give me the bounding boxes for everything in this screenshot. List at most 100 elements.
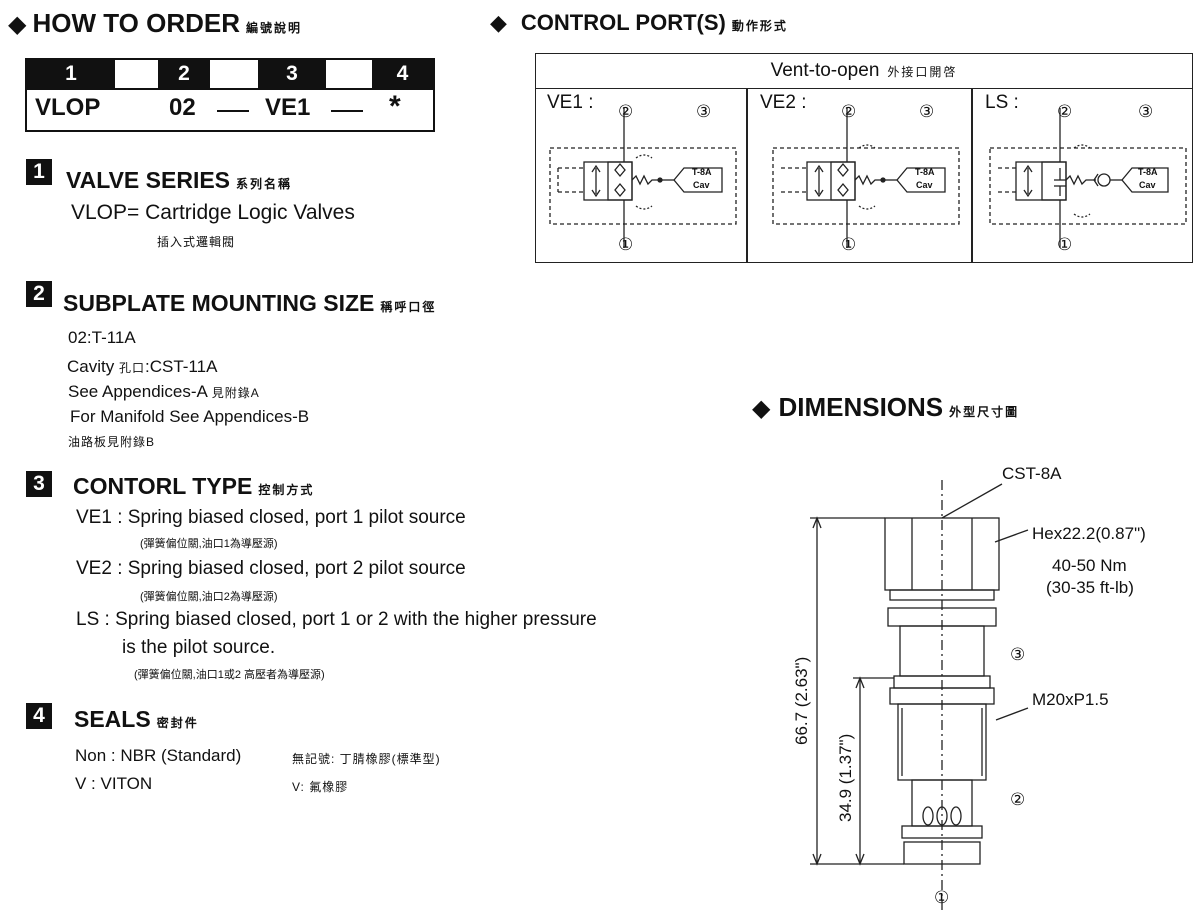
control-type-title-zh: 控制方式 [258, 483, 315, 497]
valve-series-desc-zh: 插入式邏輯閥 [157, 235, 236, 249]
control-type-ve2-zh: (彈簧偏位關,油口2為導壓源) [140, 591, 278, 603]
order-dash [331, 110, 363, 112]
section-2-title: SUBPLATE MOUNTING SIZE 稱呼口徑 [63, 290, 436, 317]
panel-ve2-pilot-bottom: Cav [916, 180, 933, 190]
subplate-size-title-zh: 稱呼口徑 [380, 300, 437, 314]
how-to-order-heading: ◆HOW TO ORDER 編號說明 [8, 8, 302, 39]
seals-title: SEALS [74, 706, 151, 732]
dimensions-heading: ◆ DIMENSIONS 外型尺寸圖 [752, 392, 1019, 423]
section-1-title: VALVE SERIES 系列名稱 [66, 167, 292, 194]
control-ports-heading: ◆ CONTROL PORT(S) 動作形式 [490, 10, 788, 36]
panel-ls-port-2: ② [1057, 102, 1073, 121]
torque-ftlb-label: (30-35 ft-lb) [1046, 578, 1134, 597]
partial-length-label: 34.9 (1.37") [836, 733, 855, 822]
panel-ve1-port-1: ① [618, 235, 634, 254]
valve-series-desc: VLOP= Cartridge Logic Valves [71, 201, 355, 224]
panel-ve2-port-3: ③ [919, 102, 935, 121]
seals-title-zh: 密封件 [156, 716, 199, 730]
panel-ve2-label: VE2 : [760, 92, 807, 113]
dim-port-2: ② [1010, 790, 1026, 809]
diamond-bullet-icon: ◆ [490, 10, 507, 35]
appendix-b-zh: 油路板見附錄B [68, 435, 156, 449]
panel-ve2-port-2: ② [841, 102, 857, 121]
order-position-2: 2 [158, 60, 210, 88]
control-type-ve1: VE1 : Spring biased closed, port 1 pilot… [76, 507, 466, 528]
panel-divider [971, 88, 973, 262]
dim-port-3: ③ [1010, 645, 1026, 664]
order-code-size: 02 [169, 94, 196, 121]
order-code-control: VE1 [265, 94, 311, 121]
control-type-ve1-zh: (彈簧偏位關,油口1為導壓源) [140, 538, 278, 550]
cavity-line: Cavity 孔口:CST-11A [67, 357, 217, 377]
order-position-3: 3 [258, 60, 326, 88]
appendix-a-text: See Appendices-A [68, 382, 207, 401]
order-position-row: 1 2 3 4 [27, 60, 433, 90]
cavity-value: :CST-11A [144, 357, 218, 376]
schematic-ve1-icon [549, 108, 737, 248]
order-code-table: 1 2 3 4 VLOP 02 VE1 * [25, 58, 435, 132]
panel-ls-port-3: ③ [1138, 102, 1154, 121]
control-port-schematics [549, 108, 1187, 248]
order-position-1: 1 [27, 60, 115, 88]
how-to-order-title: HOW TO ORDER [32, 8, 240, 38]
overall-length-label: 66.7 (2.63") [792, 656, 811, 745]
panel-ve1-pilot-bottom: Cav [693, 180, 710, 190]
panel-ls-label: LS : [985, 92, 1019, 113]
dimensions-title-zh: 外型尺寸圖 [949, 405, 1020, 419]
section-4-number: 4 [26, 703, 52, 729]
cavity-code-label: CST-8A [1002, 464, 1062, 483]
schematic-ls-icon [989, 108, 1187, 248]
order-dash [217, 110, 249, 112]
appendix-a-zh: 見附錄A [211, 386, 260, 400]
appendix-b-text: For Manifold See Appendices-B [70, 407, 310, 426]
panel-ls-pilot-bottom: Cav [1139, 180, 1156, 190]
thread-size-label: M20xP1.5 [1032, 690, 1109, 709]
vent-to-open-label: Vent-to-open [770, 60, 880, 81]
section-2-number: 2 [26, 281, 52, 307]
seals-non-zh: 無記號: 丁腈橡膠(標準型) [292, 752, 441, 766]
panel-ve2-port-1: ① [841, 235, 857, 254]
panel-ve1-label: VE1 : [547, 92, 594, 113]
subplate-size-title: SUBPLATE MOUNTING SIZE [63, 290, 375, 316]
control-type-title: CONTORL TYPE [73, 473, 253, 499]
dimensions-title: DIMENSIONS [778, 392, 944, 422]
control-type-ls-cont: is the pilot source. [122, 637, 276, 658]
panel-ve1-port-2: ② [618, 102, 634, 121]
control-ports-panel: Vent-to-open 外接口開啓 VE1 : VE2 : LS : ② ③ ①… [535, 53, 1193, 263]
panel-ve1-pilot-top: T-8A [692, 167, 712, 177]
control-type-ve2: VE2 : Spring biased closed, port 2 pilot… [76, 558, 466, 579]
panel-ve1-port-3: ③ [696, 102, 712, 121]
order-position-4: 4 [372, 60, 433, 88]
valve-series-title-zh: 系列名稱 [236, 177, 293, 191]
diamond-bullet-icon: ◆ [8, 11, 27, 38]
panel-ls-pilot-top: T-8A [1138, 167, 1158, 177]
cavity-label: Cavity [67, 357, 115, 376]
cartridge-drawing [810, 480, 1029, 910]
dim-port-1: ① [934, 888, 950, 907]
seals-v: V : VITON [75, 774, 153, 793]
control-ports-title-zh: 動作形式 [731, 19, 788, 33]
valve-series-title: VALVE SERIES [66, 167, 231, 193]
subplate-size-value: 02:T-11A [68, 328, 136, 347]
panel-ls-port-1: ① [1057, 235, 1073, 254]
order-code-seals: * [389, 90, 401, 123]
how-to-order-title-zh: 編號說明 [246, 21, 303, 35]
section-4-title: SEALS 密封件 [74, 706, 199, 733]
cavity-label-zh: 孔口 [118, 361, 145, 375]
control-type-ls-zh: (彈簧偏位關,油口1或2 高壓者為導壓源) [134, 669, 325, 681]
diamond-bullet-icon: ◆ [752, 395, 771, 422]
hex-size-label: Hex22.2(0.87") [1032, 524, 1146, 543]
panel-divider [746, 88, 748, 262]
control-type-ls: LS : Spring biased closed, port 1 or 2 w… [76, 609, 597, 630]
order-code-series: VLOP [35, 94, 101, 121]
seals-v-zh: V: 氟橡膠 [292, 780, 349, 794]
vent-to-open-zh: 外接口開啓 [887, 65, 958, 79]
control-ports-header: Vent-to-open 外接口開啓 [536, 54, 1192, 89]
seals-non: Non : NBR (Standard) [75, 746, 242, 765]
control-ports-title: CONTROL PORT(S) [520, 10, 726, 35]
section-3-number: 3 [26, 471, 52, 497]
section-1-number: 1 [26, 159, 52, 185]
appendix-a-line: See Appendices-A 見附錄A [68, 382, 260, 402]
section-3-title: CONTORL TYPE 控制方式 [73, 473, 314, 500]
schematic-ve2-icon [772, 108, 960, 248]
